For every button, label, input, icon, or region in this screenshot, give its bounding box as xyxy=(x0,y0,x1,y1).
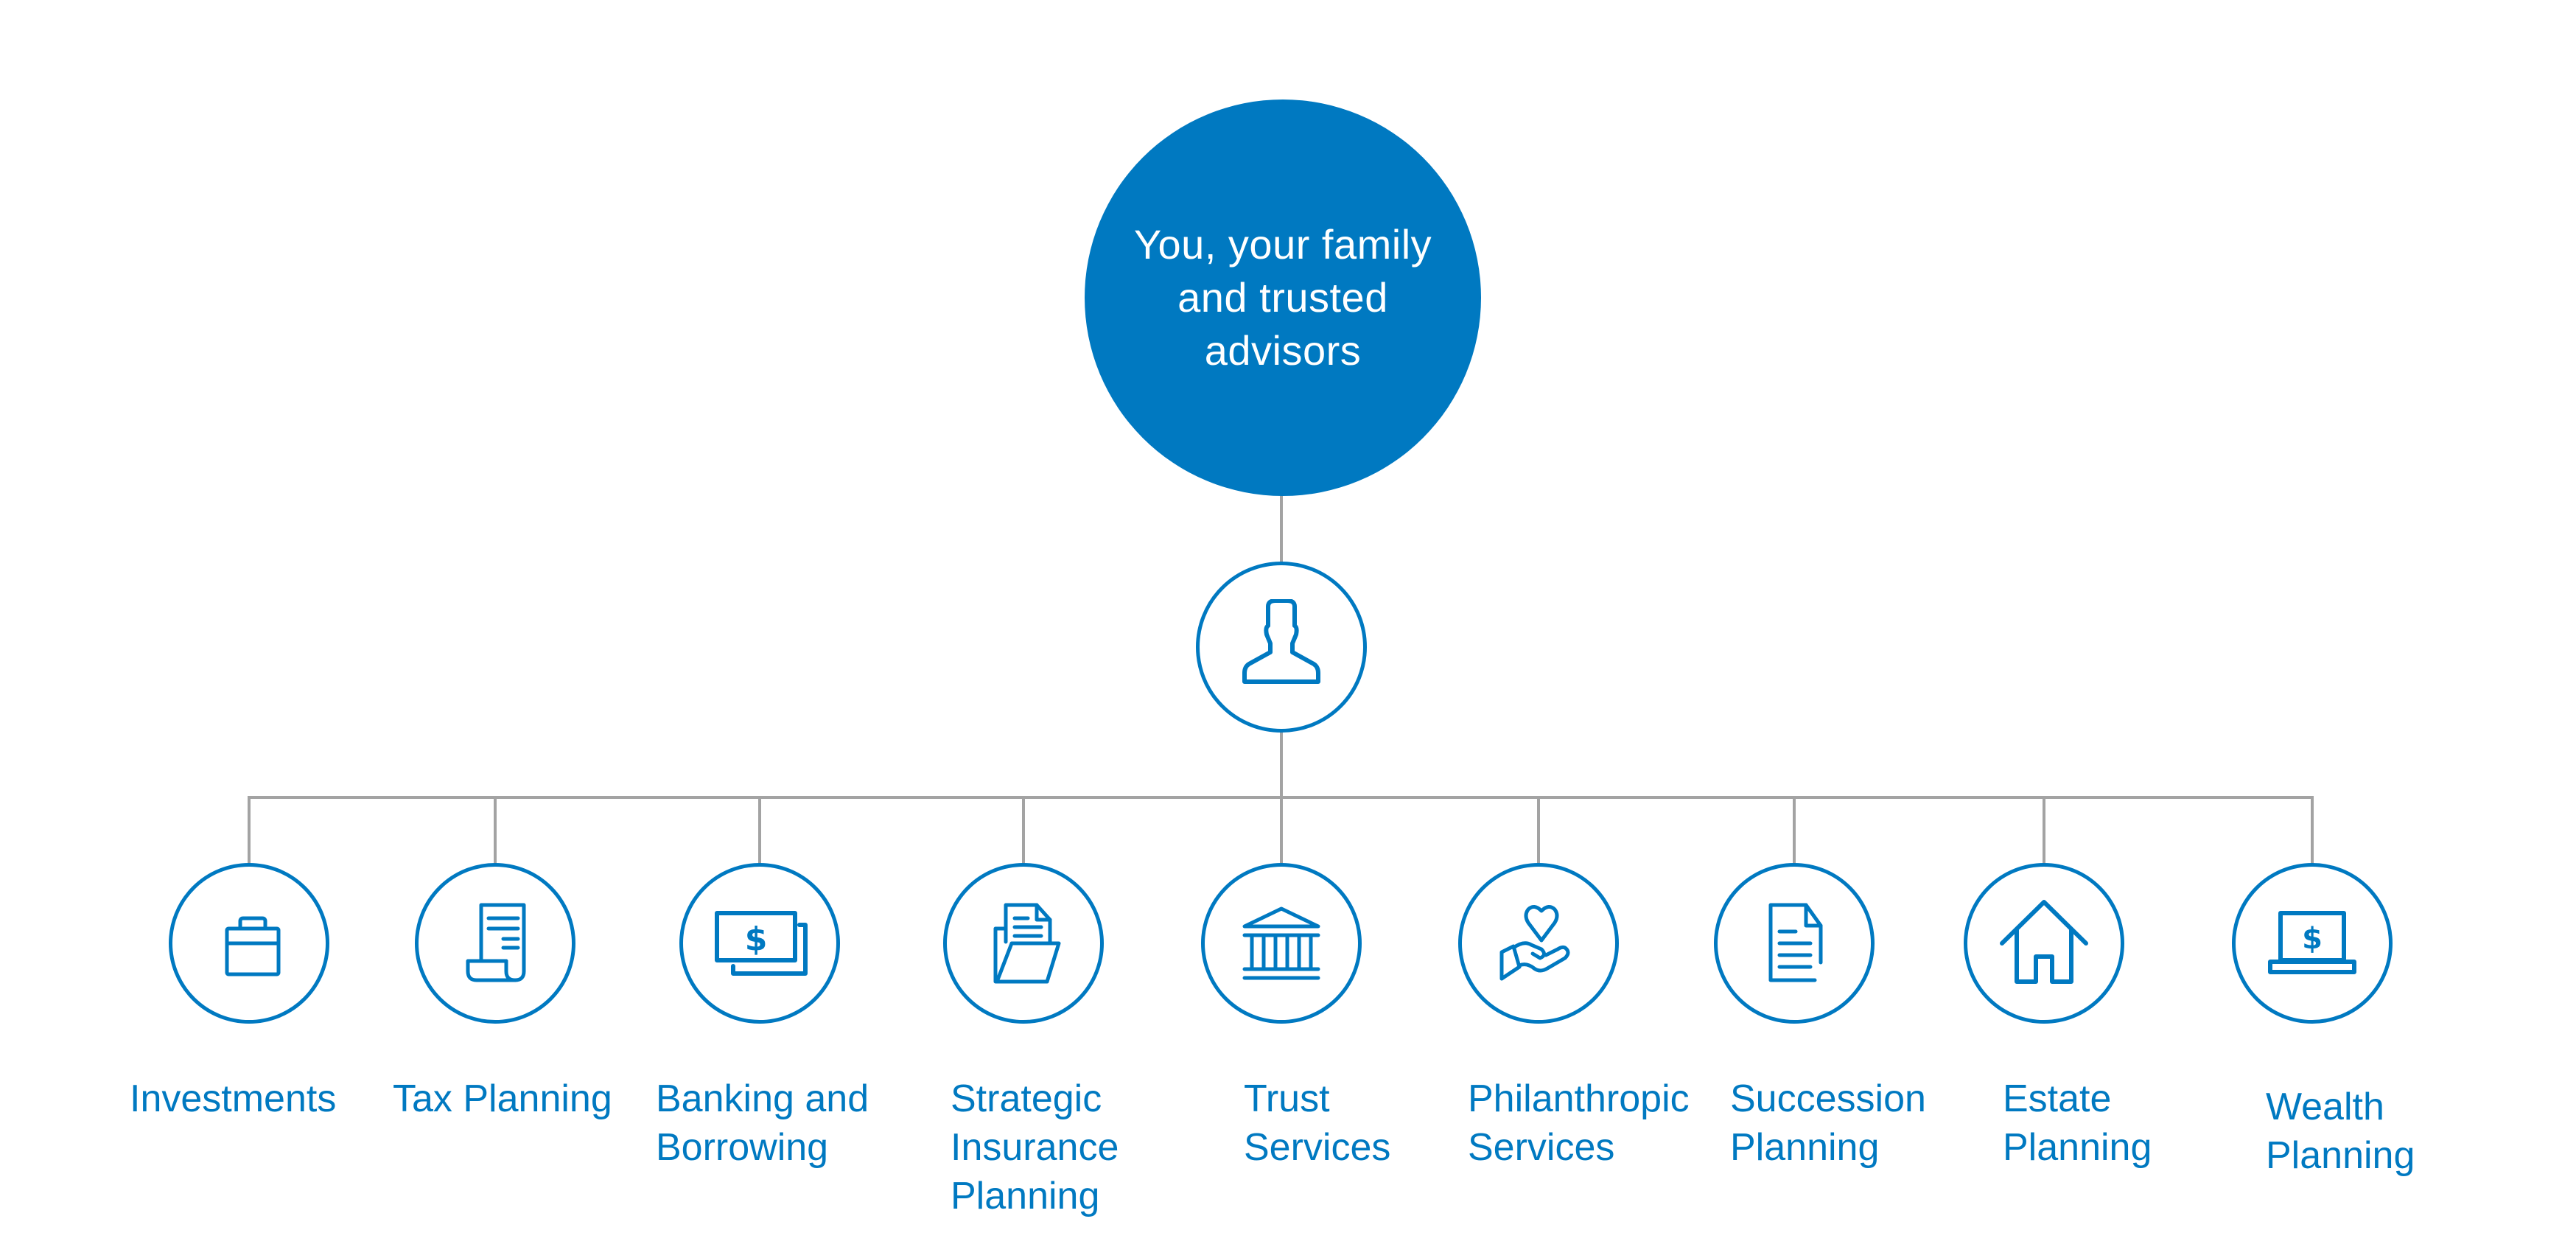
connector-hub-to-advisor xyxy=(1280,494,1283,563)
tax-document-scroll-icon xyxy=(466,903,526,982)
service-node-banking: $ xyxy=(679,863,840,1024)
service-label-tax-planning: Tax Planning xyxy=(393,1077,612,1120)
service-node-trust xyxy=(1201,863,1362,1024)
service-label-wealth: Wealth Planning xyxy=(2266,1086,2415,1177)
advisor-node xyxy=(1196,562,1367,733)
connector-drop-banking xyxy=(758,796,761,864)
service-node-estate xyxy=(1964,863,2124,1024)
service-label-banking: Banking and Borrowing xyxy=(656,1077,869,1169)
bank-building-icon xyxy=(1242,906,1320,980)
hub-circle: You, your family and trusted advisors xyxy=(1085,99,1481,496)
connector-drop-insurance xyxy=(1022,796,1025,864)
service-label-philanthropic: Philanthropic Services xyxy=(1468,1077,1690,1169)
svg-text:$: $ xyxy=(2302,922,2323,956)
house-icon xyxy=(2000,900,2088,984)
briefcase-icon xyxy=(225,916,281,976)
service-label-trust: Trust Services xyxy=(1244,1077,1391,1169)
service-node-insurance xyxy=(943,863,1104,1024)
svg-text:$: $ xyxy=(745,920,768,958)
service-node-succession xyxy=(1714,863,1875,1024)
connector-drop-wealth xyxy=(2311,796,2314,864)
connector-drop-trust xyxy=(1280,796,1283,864)
person-icon xyxy=(1242,599,1320,684)
connector-drop-succession xyxy=(1793,796,1796,864)
service-label-succession: Succession Planning xyxy=(1730,1077,1926,1169)
connector-drop-tax-planning xyxy=(494,796,497,864)
connector-drop-philanthropic xyxy=(1537,796,1540,864)
service-node-investments xyxy=(169,863,329,1024)
service-label-insurance: Strategic Insurance Planning xyxy=(951,1077,1119,1217)
service-node-tax-planning xyxy=(415,863,575,1024)
service-label-investments: Investments xyxy=(130,1077,337,1120)
laptop-dollar-icon: $ xyxy=(2268,911,2356,974)
banknotes-icon: $ xyxy=(715,911,808,976)
connector-drop-estate xyxy=(2043,796,2045,864)
hand-heart-icon xyxy=(1499,905,1570,981)
service-label-estate: Estate Planning xyxy=(2003,1077,2152,1169)
folder-document-icon xyxy=(993,903,1061,984)
service-node-wealth: $ xyxy=(2232,863,2393,1024)
connector-drop-investments xyxy=(248,796,251,864)
service-node-philanthropic xyxy=(1458,863,1619,1024)
connector-advisor-to-bar xyxy=(1280,731,1283,799)
hub-text: You, your family and trusted advisors xyxy=(1133,221,1432,374)
document-icon xyxy=(1768,903,1823,982)
